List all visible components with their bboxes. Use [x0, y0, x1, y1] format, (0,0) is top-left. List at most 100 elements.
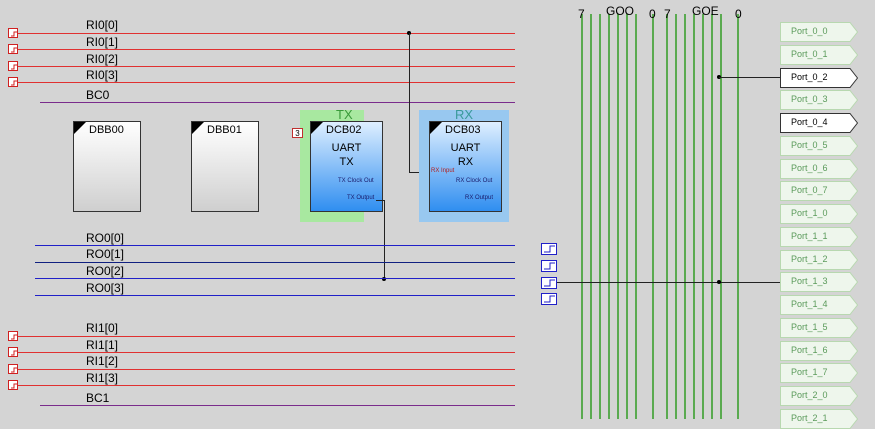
- goo-line-6[interactable]: [590, 14, 592, 419]
- goo-line-2[interactable]: [626, 14, 628, 419]
- port-label: Port_1_6: [791, 344, 828, 355]
- port-port-1-0[interactable]: Port_1_0: [780, 204, 858, 224]
- port-port-2-0[interactable]: Port_2_0: [780, 386, 858, 406]
- goe-line-7[interactable]: [666, 14, 668, 419]
- ri0-0-line[interactable]: [18, 33, 515, 34]
- port-label: Port_0_0: [791, 26, 828, 36]
- ri1-0-label: RI1[0]: [86, 321, 119, 335]
- ro0-0-line[interactable]: [35, 245, 515, 246]
- ro0-1-label: RO0[1]: [86, 247, 125, 261]
- ri1-3-pin-icon[interactable]: [8, 380, 18, 390]
- ri1-1-pin-icon[interactable]: [8, 347, 18, 357]
- goe-label: GOE: [692, 4, 719, 18]
- port-port-0-5[interactable]: Port_0_5: [780, 135, 858, 156]
- port-port-0-3[interactable]: Port_0_3: [780, 90, 858, 111]
- goe-line-3[interactable]: [702, 14, 704, 419]
- ri1-2-line[interactable]: [18, 369, 515, 370]
- dcb03-block[interactable]: DCB03 UART RX RX Input RX Clock Out RX O…: [429, 121, 502, 212]
- port-label: Port_1_2: [791, 253, 828, 264]
- port-0-2-wire: [719, 77, 780, 78]
- port-label: Port_0_6: [791, 162, 828, 173]
- ri0-1-pin-icon[interactable]: [8, 44, 18, 54]
- port-label: Port_0_7: [791, 185, 828, 196]
- port-port-0-7[interactable]: Port_0_7: [780, 181, 858, 202]
- goo-line-4[interactable]: [608, 14, 610, 419]
- dbb01-block[interactable]: DBB01: [191, 121, 259, 212]
- port-label: Port_1_7: [791, 367, 828, 378]
- ri0-2-pin-icon[interactable]: [8, 61, 18, 71]
- bc1-line[interactable]: [40, 405, 515, 406]
- port-port-0-1[interactable]: Port_0_1: [780, 44, 858, 65]
- dcb03-corner-icon: [430, 122, 442, 134]
- dcb02-clock-out-pin[interactable]: TX Clock Out: [338, 178, 374, 184]
- ri1-0-line[interactable]: [18, 336, 515, 337]
- port-label: Port_2_0: [791, 390, 828, 400]
- bc0-label: BC0: [86, 88, 110, 102]
- goo-line-1[interactable]: [635, 14, 637, 419]
- ri1-1-line[interactable]: [18, 352, 515, 353]
- ro0-2-line[interactable]: [35, 278, 515, 279]
- goe-line-0[interactable]: [737, 14, 739, 419]
- ro0-2-connector-icon[interactable]: [541, 276, 557, 289]
- dcb02-output-pin[interactable]: TX Output: [347, 195, 375, 201]
- goo-bit-low: 0: [649, 7, 656, 21]
- ri0-3-label: RI0[3]: [86, 68, 119, 82]
- dcb03-output-pin[interactable]: RX Output: [465, 195, 494, 201]
- port-label: Port_1_0: [791, 208, 828, 218]
- goo-line-0[interactable]: [652, 14, 654, 419]
- port-port-0-0[interactable]: Port_0_0: [780, 22, 858, 42]
- goo-line-7[interactable]: [581, 14, 583, 419]
- dcb03-clock-out-pin[interactable]: RX Clock Out: [456, 178, 493, 184]
- ri1-2-pin-icon[interactable]: [8, 364, 18, 374]
- ri1-1-label: RI1[1]: [86, 338, 119, 352]
- ro0-3-connector-icon[interactable]: [541, 292, 557, 305]
- port-port-1-7[interactable]: Port_1_7: [780, 363, 858, 384]
- dbb00-block[interactable]: DBB00: [73, 121, 141, 212]
- dbb00-name: DBB00: [89, 124, 124, 136]
- port-port-1-4[interactable]: Port_1_4: [780, 295, 858, 315]
- tx-group-label: TX: [336, 107, 353, 122]
- goe-line-5[interactable]: [684, 14, 686, 419]
- tx-output-wire-h: [376, 200, 385, 201]
- port-port-0-6[interactable]: Port_0_6: [780, 158, 858, 179]
- ri1-0-pin-icon[interactable]: [8, 331, 18, 341]
- dbb01-name: DBB01: [207, 124, 242, 136]
- ri0-3-line[interactable]: [18, 82, 515, 83]
- ro0-3-label: RO0[3]: [86, 281, 125, 295]
- port-1-3-junction: [717, 280, 721, 284]
- ri0-1-line[interactable]: [18, 49, 515, 50]
- ro0-3-line[interactable]: [35, 295, 515, 296]
- ri0-2-line[interactable]: [18, 66, 515, 67]
- port-port-1-5[interactable]: Port_1_5: [780, 317, 858, 338]
- dcb02-block[interactable]: DCB02 UART TX TX Clock Out TX Output: [310, 121, 383, 212]
- goo-bit-high: 7: [578, 7, 585, 21]
- goe-line-4[interactable]: [693, 14, 695, 419]
- dbb00-corner-icon: [74, 122, 86, 134]
- ro0-1-connector-icon[interactable]: [541, 259, 557, 272]
- dcb03-rx-input-pin[interactable]: RX Input: [431, 168, 455, 174]
- port-port-1-6[interactable]: Port_1_6: [780, 340, 858, 361]
- ro0-0-label: RO0[0]: [86, 231, 125, 245]
- port-port-1-1[interactable]: Port_1_1: [780, 226, 858, 247]
- dcb02-clock-badge[interactable]: 3: [292, 128, 303, 138]
- ro0-0-connector-icon[interactable]: [541, 242, 557, 255]
- goe-line-1[interactable]: [720, 14, 722, 419]
- ri0-3-pin-icon[interactable]: [8, 77, 18, 87]
- goe-line-6[interactable]: [675, 14, 677, 419]
- port-port-1-3[interactable]: Port_1_3: [780, 272, 858, 293]
- bc0-line[interactable]: [40, 102, 515, 103]
- port-label: Port_0_1: [791, 48, 828, 59]
- goo-line-3[interactable]: [617, 14, 619, 419]
- goe-line-2[interactable]: [711, 14, 713, 419]
- goo-line-5[interactable]: [599, 14, 601, 419]
- port-port-0-2[interactable]: Port_0_2: [780, 67, 858, 88]
- ri0-0-pin-icon[interactable]: [8, 28, 18, 38]
- port-port-0-4[interactable]: Port_0_4: [780, 113, 858, 133]
- port-port-1-2[interactable]: Port_1_2: [780, 249, 858, 270]
- ri1-3-line[interactable]: [18, 385, 515, 386]
- ro0-2-bus-wire: [557, 282, 780, 283]
- ro0-1-line[interactable]: [35, 262, 515, 263]
- port-label: Port_1_3: [791, 276, 828, 287]
- ri1-3-label: RI1[3]: [86, 371, 119, 385]
- port-label: Port_0_5: [791, 139, 828, 150]
